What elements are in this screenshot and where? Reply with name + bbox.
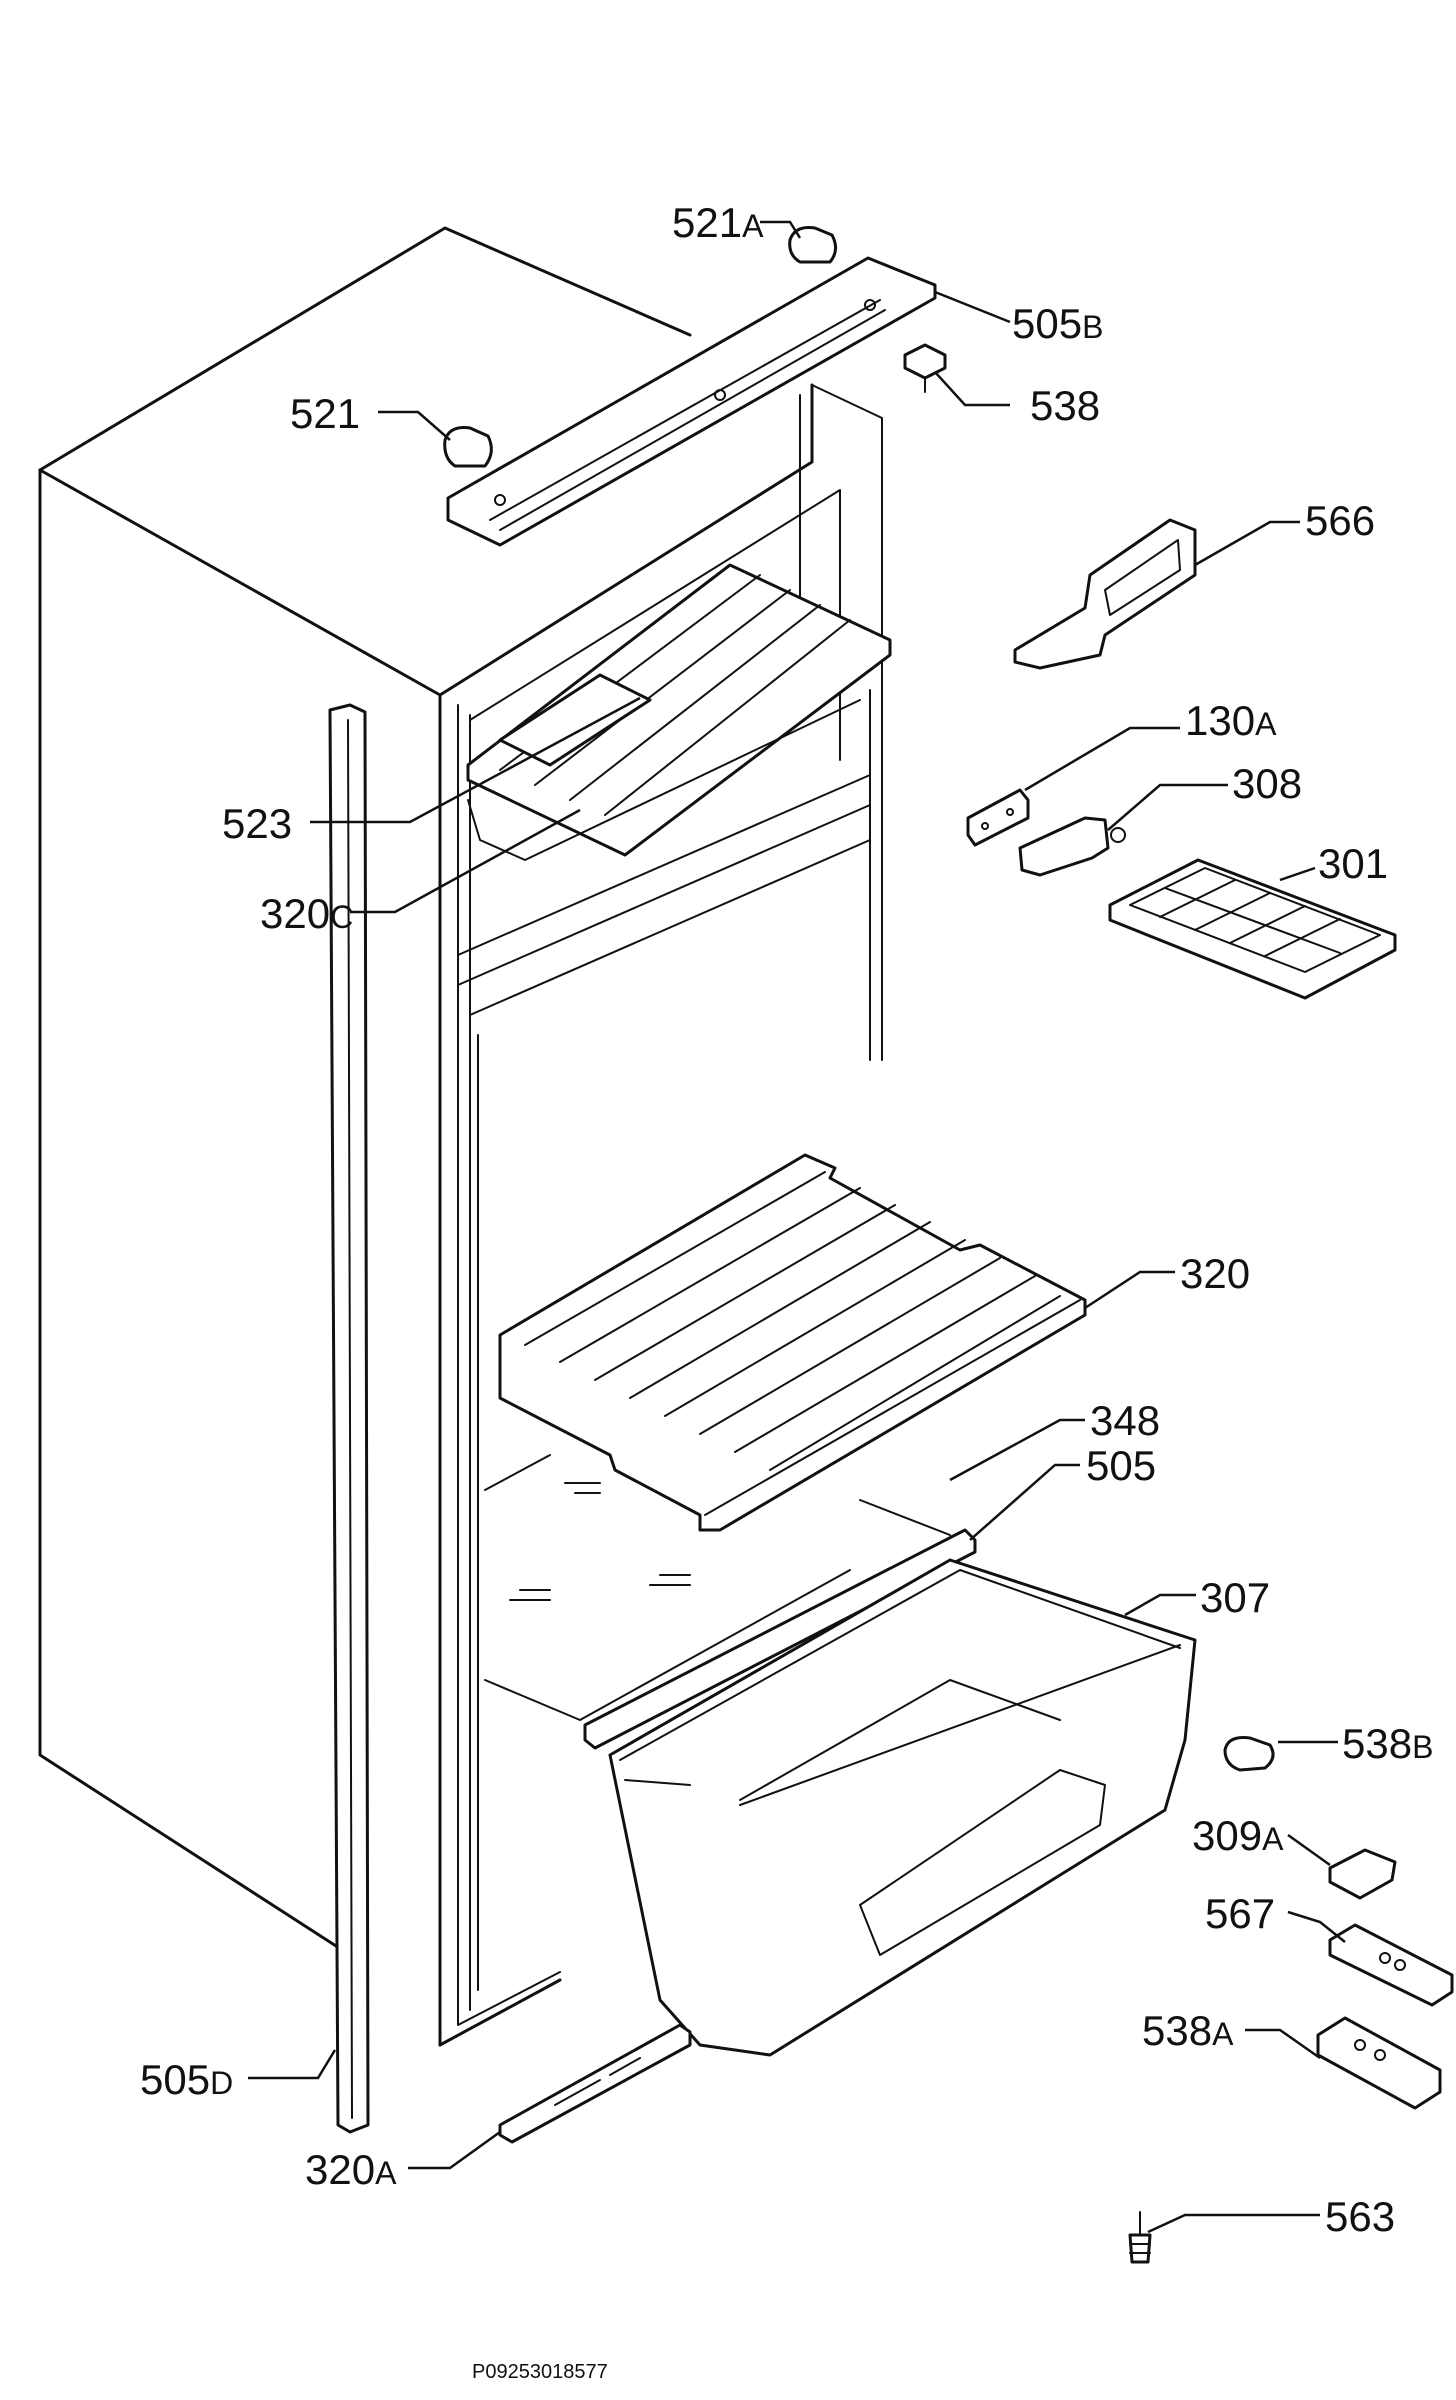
callout-538: 538 <box>1030 382 1100 429</box>
bracket-308 <box>1018 816 1126 877</box>
callout-301: 301 <box>1318 840 1388 887</box>
fridge-wire-shelf <box>498 1153 1087 1532</box>
hinge-pin-538 <box>903 343 947 393</box>
callout-566: 566 <box>1305 497 1375 544</box>
callout-523: 523 <box>222 800 292 847</box>
part-538b <box>1223 1736 1275 1772</box>
bracket-130a <box>966 788 1030 847</box>
hinge-cover-cap-521a <box>788 226 837 264</box>
callout-521a: 521A <box>672 199 764 246</box>
part-567 <box>1328 1923 1454 2007</box>
vegetable-crisper-drawer <box>608 1558 1197 2057</box>
top-hinge-bracket <box>446 256 937 547</box>
freezer-wire-shelf <box>466 563 892 861</box>
callout-348: 348 <box>1090 1397 1160 1444</box>
callout-130a: 130A <box>1185 697 1277 744</box>
refrigerator-cabinet <box>38 226 883 2047</box>
callout-labels: 521A 505B 538 521 566 130A 308 301 523 3… <box>140 199 1433 2240</box>
part-538a <box>1316 2016 1442 2110</box>
document-code: P09253018577 <box>472 2361 608 2383</box>
callout-505: 505 <box>1086 1442 1156 1489</box>
rail-320a <box>498 2023 692 2144</box>
callout-567: 567 <box>1205 1890 1275 1937</box>
callout-309a: 309A <box>1192 1812 1284 1859</box>
leader-lines <box>248 220 1346 2234</box>
callout-505b: 505B <box>1012 300 1103 347</box>
callout-320: 320 <box>1180 1250 1250 1297</box>
callout-320a: 320A <box>305 2146 397 2193</box>
callout-320c: 320C <box>260 890 353 937</box>
callout-563: 563 <box>1325 2193 1395 2240</box>
crisper-cover-strip <box>583 1528 977 1750</box>
hinge-cover-cap-521 <box>443 426 493 468</box>
callout-538a: 538A <box>1142 2007 1234 2054</box>
ice-cube-tray <box>1108 858 1397 1000</box>
part-309a <box>1328 1848 1397 1900</box>
ice-scoop <box>1013 518 1197 670</box>
door-seal-strip <box>328 703 370 2134</box>
callout-521: 521 <box>290 390 360 437</box>
callout-505d: 505D <box>140 2056 233 2103</box>
callout-308: 308 <box>1232 760 1302 807</box>
adjustable-foot-563 <box>1128 2211 1152 2264</box>
glass-shelf-plate <box>484 1454 951 1721</box>
callout-538b: 538B <box>1342 1720 1433 1767</box>
callout-307: 307 <box>1200 1574 1270 1621</box>
